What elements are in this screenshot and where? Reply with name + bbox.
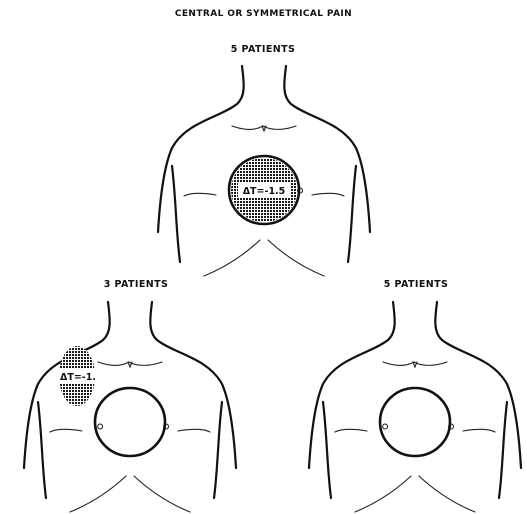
torso-panel-bottom-left: ΔT=-1. — [24, 302, 236, 512]
torso-panel-bottom-right — [309, 302, 521, 512]
torso-panel-top: ΔT=-1.5 — [158, 66, 370, 276]
substernal-ring — [380, 388, 450, 456]
delta-t-label: ΔT=-1. — [60, 372, 96, 383]
substernal-ring — [95, 388, 165, 456]
delta-t-label: ΔT=-1.5 — [243, 186, 286, 197]
